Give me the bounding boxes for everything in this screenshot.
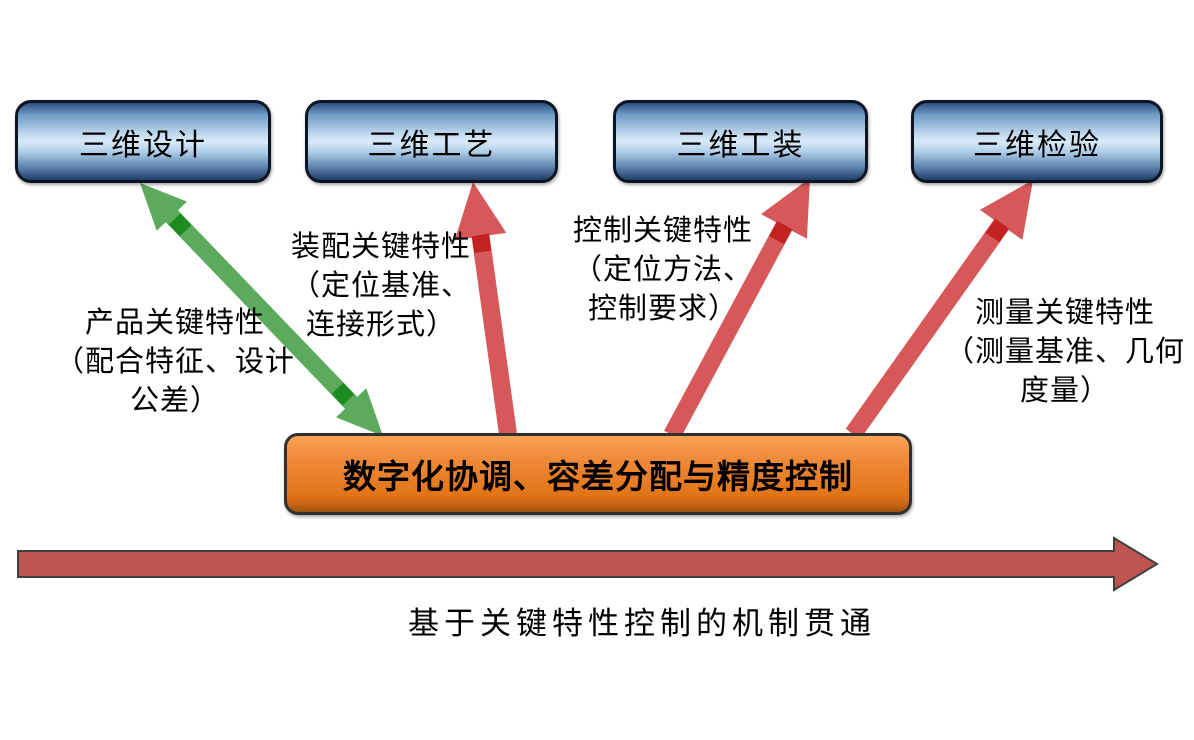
node-label: 三维设计 bbox=[79, 128, 207, 162]
annotation-line: 产品关键特性 bbox=[84, 307, 266, 339]
node-label: 三维检验 bbox=[973, 128, 1101, 162]
node-3d-tooling: 三维工装 bbox=[613, 100, 868, 183]
annotation-line: 装配关键特性 bbox=[290, 231, 472, 263]
product-kc-arrow-diamond bbox=[331, 382, 355, 406]
bottom-flow-arrow bbox=[17, 536, 1159, 592]
node-3d-process: 三维工艺 bbox=[305, 100, 558, 183]
annotation-line: （测量基准、几何 bbox=[944, 336, 1186, 368]
annotation-line: 度量） bbox=[1019, 375, 1111, 407]
annotation-measurement-kc: 测量关键特性 （测量基准、几何 度量） bbox=[945, 294, 1185, 411]
process-kc-arrow-diamond bbox=[471, 233, 492, 253]
annotation-line: 控制要求） bbox=[587, 293, 739, 325]
annotation-assembly-kc: 装配关键特性 （定位基准、 连接形式） bbox=[291, 228, 471, 345]
annotation-line: （配合特征、设计 bbox=[54, 346, 296, 378]
annotation-line: 测量关键特性 bbox=[974, 297, 1156, 329]
tooling-kc-arrow-diamond bbox=[769, 221, 793, 245]
annotation-line: 公差） bbox=[129, 385, 221, 417]
inspection-kc-arrow-diamond bbox=[985, 218, 1009, 243]
node-label: 三维工艺 bbox=[367, 128, 496, 162]
product-kc-arrow bbox=[140, 183, 383, 436]
bottom-caption: 基于关键特性控制的机制贯通 bbox=[408, 606, 876, 641]
node-label: 三维工装 bbox=[676, 128, 805, 162]
inspection-kc-arrow bbox=[845, 180, 1033, 440]
product-kc-arrow-diamond bbox=[168, 213, 192, 237]
node-3d-inspection: 三维检验 bbox=[911, 100, 1163, 183]
process-kc-arrow bbox=[454, 182, 517, 436]
annotation-line: 连接形式） bbox=[305, 309, 457, 341]
center-node-label: 数字化协调、容差分配与精度控制 bbox=[343, 458, 853, 495]
annotation-line: （定位基准、 bbox=[290, 270, 472, 302]
node-digital-coordination: 数字化协调、容差分配与精度控制 bbox=[284, 433, 912, 515]
annotation-product-kc: 产品关键特性 （配合特征、设计 公差） bbox=[55, 304, 295, 421]
node-3d-design: 三维设计 bbox=[15, 100, 271, 183]
tooling-kc-arrow bbox=[664, 178, 810, 440]
annotation-line: 控制关键特性 bbox=[572, 215, 754, 247]
annotation-line: （定位方法、 bbox=[572, 254, 754, 286]
annotation-control-kc: 控制关键特性 （定位方法、 控制要求） bbox=[573, 212, 753, 329]
